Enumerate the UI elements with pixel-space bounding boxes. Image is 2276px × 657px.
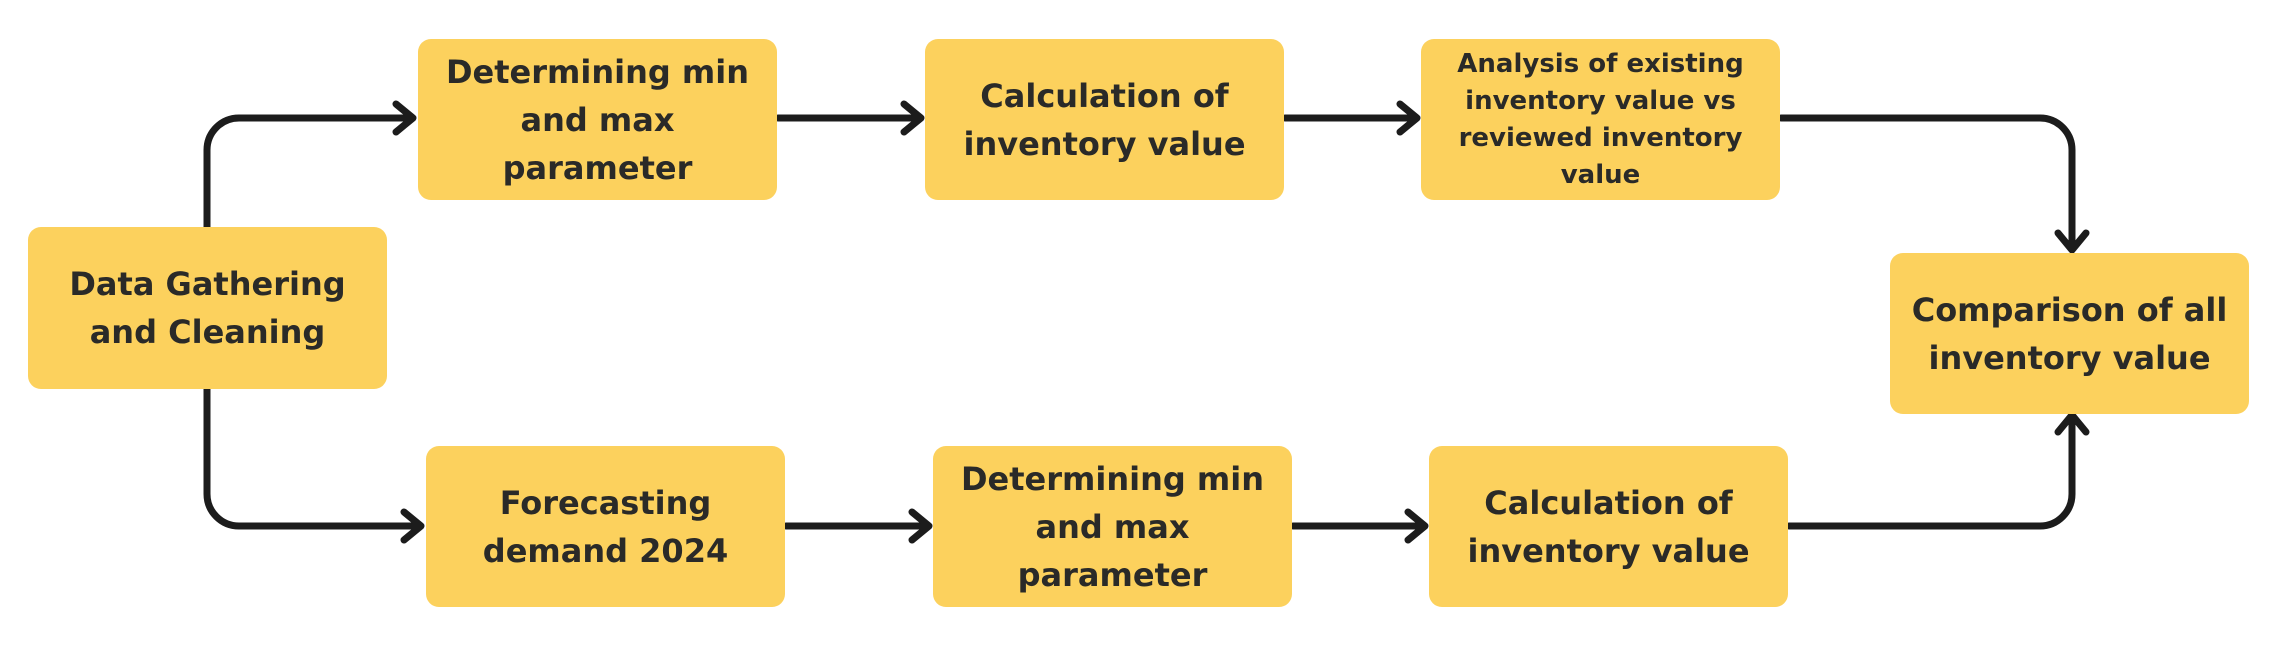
node-label: Determining min and max parameter <box>960 459 1265 594</box>
node-label: Analysis of existing inventory value vs … <box>1457 48 1744 190</box>
node-calculation-inventory-top: Calculation of inventory value <box>925 39 1284 200</box>
arrowhead-end-top <box>2054 229 2090 254</box>
node-label: Data Gathering and Cleaning <box>69 265 346 351</box>
node-determining-min-max-top: Determining min and max parameter <box>418 39 777 200</box>
node-forecasting-demand: Forecasting demand 2024 <box>426 446 785 607</box>
arrowhead-end-bottom <box>2054 411 2090 436</box>
arrowhead-bottom-3 <box>1404 508 1429 544</box>
node-label: Comparison of all inventory value <box>1911 290 2228 377</box>
connector-bottom-3-to-end <box>1785 413 2076 530</box>
arrowhead-top-1 <box>392 100 417 136</box>
connector-start-to-bottom-1 <box>203 385 423 530</box>
node-comparison-all-inventory: Comparison of all inventory value <box>1890 253 2249 414</box>
node-label: Calculation of inventory value <box>1467 483 1750 570</box>
node-label: Determining min and max parameter <box>445 52 750 187</box>
arrowhead-top-2 <box>900 100 925 136</box>
node-data-gathering-and-cleaning: Data Gathering and Cleaning <box>28 227 387 389</box>
arrowhead-bottom-1 <box>400 508 425 544</box>
connector-top-3-to-end <box>1777 114 2076 252</box>
node-label: Forecasting demand 2024 <box>482 483 729 570</box>
node-analysis-existing-vs-reviewed: Analysis of existing inventory value vs … <box>1421 39 1780 200</box>
node-label: Calculation of inventory value <box>963 76 1246 163</box>
arrowhead-bottom-2 <box>908 508 933 544</box>
node-determining-min-max-bottom: Determining min and max parameter <box>933 446 1292 607</box>
arrowhead-top-3 <box>1396 100 1421 136</box>
node-calculation-inventory-bottom: Calculation of inventory value <box>1429 446 1788 607</box>
connector-start-to-top-1 <box>203 114 415 231</box>
